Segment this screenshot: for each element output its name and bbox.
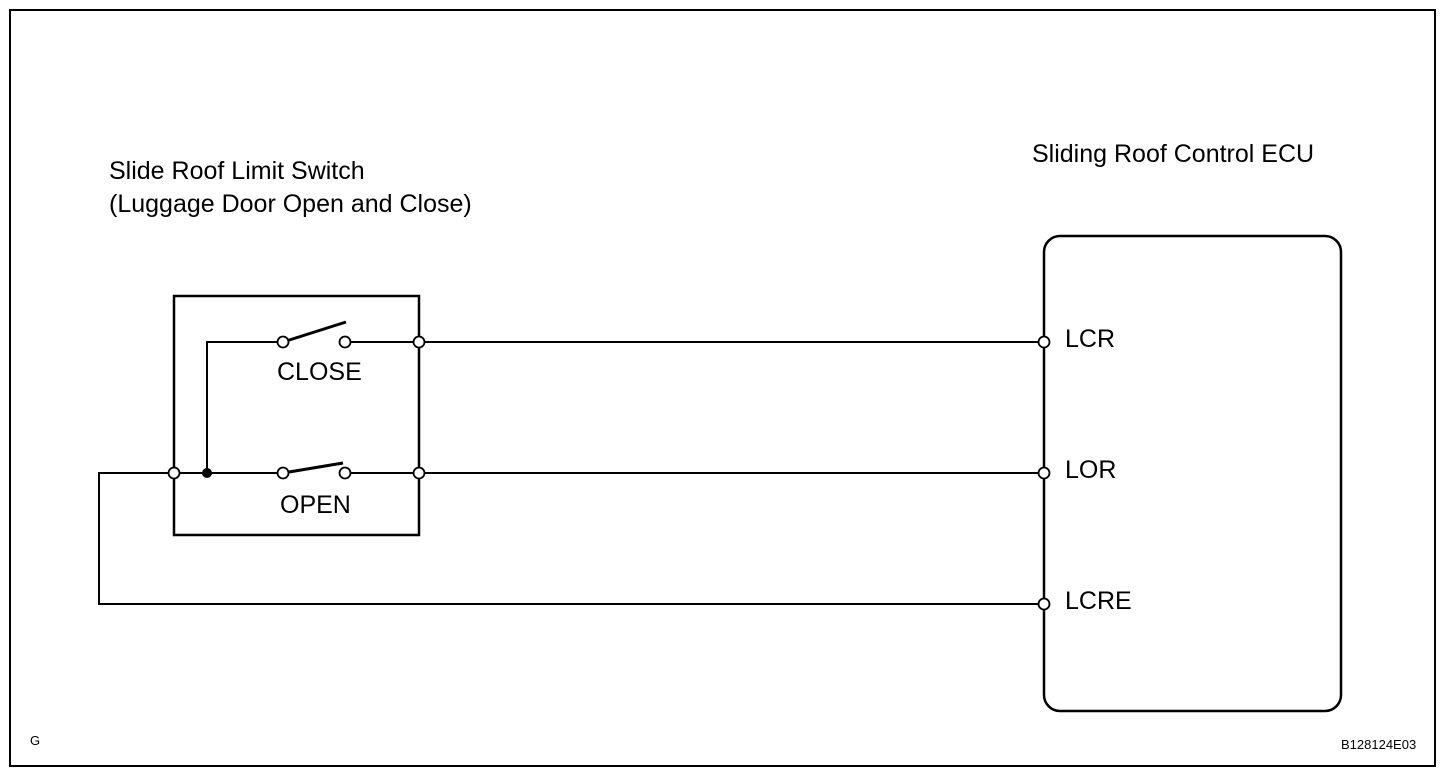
open-switch-label: OPEN — [280, 491, 351, 519]
open-switch-contact-right — [338, 466, 352, 480]
close-switch-contact-left — [276, 335, 290, 349]
ecu-title: Sliding Roof Control ECU — [1032, 140, 1314, 168]
open-switch-lever — [282, 461, 344, 475]
switch-terminal-open — [412, 466, 426, 480]
switch-terminal-common — [167, 466, 181, 480]
switch-title-line2: (Luggage Door Open and Close) — [109, 190, 472, 218]
ecu-terminal-lor — [1037, 466, 1051, 480]
open-switch-contact-left — [276, 466, 290, 480]
ecu-terminal-lcr — [1037, 335, 1051, 349]
close-switch-contact-right — [338, 335, 352, 349]
figure-code: B128124E03 — [1341, 737, 1416, 752]
close-switch-lever — [282, 320, 347, 344]
ecu-pin-label-lor: LOR — [1065, 456, 1116, 484]
corner-mark: G — [30, 733, 40, 748]
close-switch-label: CLOSE — [277, 358, 362, 386]
diagram-frame — [9, 9, 1436, 767]
ecu-terminal-lcre — [1037, 597, 1051, 611]
junction-dot — [202, 468, 212, 478]
close-switch-feed-wire — [206, 341, 283, 473]
ecu-pin-label-lcr: LCR — [1065, 325, 1115, 353]
switch-title-line1: Slide Roof Limit Switch — [109, 157, 365, 185]
switch-terminal-close — [412, 335, 426, 349]
ecu-pin-label-lcre: LCRE — [1065, 587, 1132, 615]
switch-housing — [172, 294, 421, 537]
wire-lcre — [98, 472, 1044, 605]
